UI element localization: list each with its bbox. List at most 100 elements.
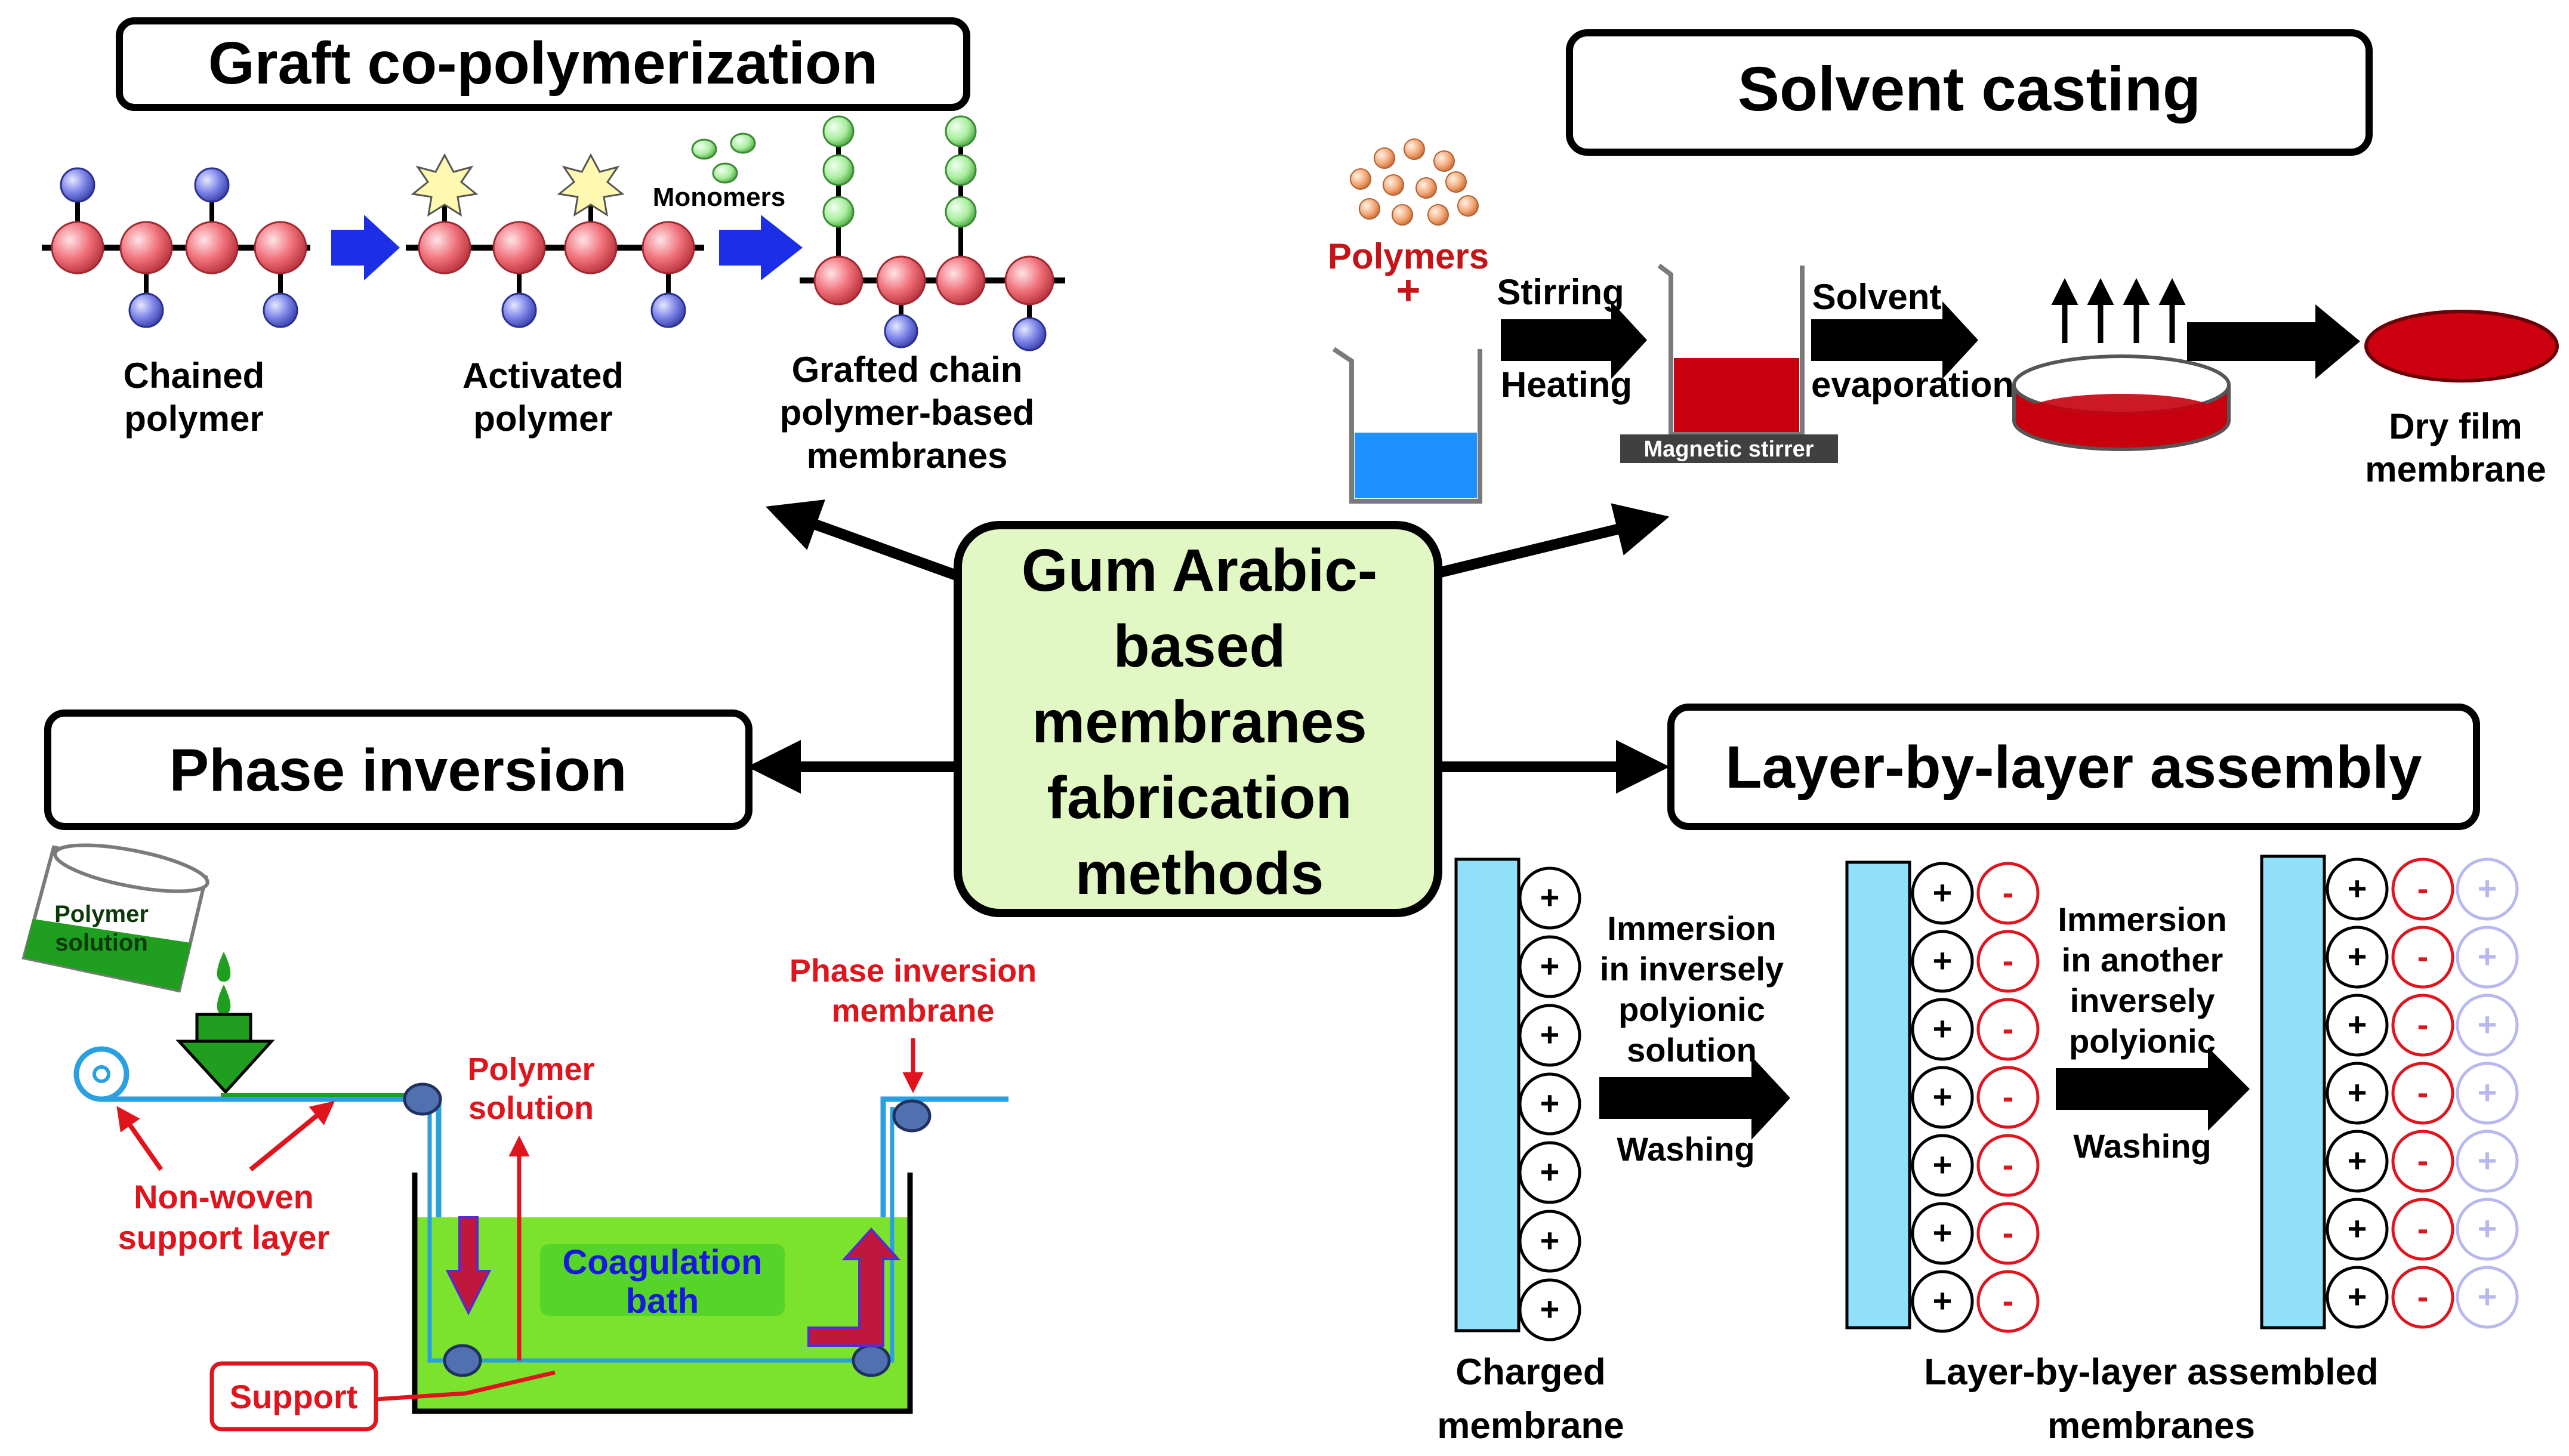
negative-charge-circle — [2391, 1266, 2454, 1329]
positive-charge-circle — [1518, 1141, 1581, 1204]
center-line-2: based — [1113, 613, 1285, 680]
activation-star-2 — [557, 153, 625, 217]
negative-charge-sign: - — [2003, 874, 2014, 911]
positive-charge-circle — [1911, 930, 1974, 993]
positive-charge-circle — [2326, 926, 2389, 989]
chained-polymer-chain — [42, 167, 310, 328]
negative-charge-sign: - — [2417, 1005, 2429, 1043]
positive-charge-sign: + — [2348, 869, 2367, 907]
magnetic-stirrer — [1620, 434, 1838, 463]
immersion2-line-3: inversely — [2070, 982, 2215, 1019]
beaker-label-1: Polymer — [54, 901, 149, 927]
negative-charge-sign: - — [2003, 1214, 2014, 1251]
positive-charge-sign: + — [1933, 1078, 1953, 1115]
immersion2-line-4: polyionic — [2069, 1022, 2216, 1060]
negative-charge-circle — [2391, 994, 2454, 1057]
positive-charge-circle — [1911, 1270, 1974, 1333]
arrow-to-graft — [766, 499, 960, 581]
positive-charge-circle — [1911, 998, 1974, 1061]
negative-charge-sign: - — [2003, 1010, 2014, 1047]
polymers-plus: + — [1396, 267, 1421, 313]
up-arrow — [807, 1227, 901, 1347]
outer-positive-charge-sign: + — [2478, 1278, 2497, 1315]
roller-2 — [443, 1344, 482, 1377]
roller-1 — [403, 1082, 442, 1116]
outer-positive-charge-sign: + — [2478, 1074, 2497, 1111]
graft-arrow-1 — [331, 215, 400, 280]
beaker-label-2: solution — [55, 930, 148, 956]
magnetic-stirrer-label: Magnetic stirrer — [1643, 437, 1814, 462]
positive-charge-circle — [1518, 1210, 1581, 1273]
positive-charge-circle — [1911, 1202, 1974, 1265]
center-line-1: Gum Arabic- — [1022, 537, 1377, 604]
nonwoven-label-2: support layer — [118, 1219, 330, 1256]
center-box: Gum Arabic- based membranes fabrication … — [954, 521, 1442, 917]
down-arrow — [445, 1216, 492, 1316]
pi-membrane-label-2: membrane — [831, 993, 994, 1029]
drop-1 — [217, 952, 231, 982]
negative-charge-circle — [1976, 1270, 2040, 1333]
outer-positive-charge-circle — [2456, 926, 2519, 989]
positive-charge-sign: + — [2348, 1005, 2367, 1043]
positive-charge-sign: + — [1933, 1282, 1953, 1319]
coag-label-1: Coagulation — [562, 1243, 762, 1282]
evaporation-up-arrows — [2051, 278, 2186, 343]
negative-charge-sign: - — [2417, 937, 2429, 975]
positive-charge-sign: + — [1933, 1214, 1953, 1251]
dry-arrow — [2187, 304, 2360, 379]
negative-charge-circle — [2391, 1130, 2454, 1193]
solvent-section: Solvent casting Polymers + Stirring Heat… — [1328, 29, 2559, 504]
immersion1-line-3: polyionic — [1618, 991, 1765, 1028]
activation-star-1 — [411, 153, 479, 217]
center-line-4: fabrication — [1047, 764, 1352, 831]
outer-positive-charge-circle — [2456, 1130, 2519, 1193]
casting-knife — [175, 1013, 275, 1094]
stirring-arrow — [1501, 301, 1647, 379]
membrane-trilayer — [2260, 855, 2326, 1329]
positive-charge-sign: + — [2348, 1210, 2367, 1247]
charged-membrane — [1454, 857, 1521, 1332]
charged-membrane-charges: +++++++ — [1518, 866, 1581, 1341]
outer-positive-charge-circle — [2456, 1062, 2519, 1125]
graft-section: Graft co-polymerization — [42, 17, 1065, 476]
negative-charge-sign: - — [2417, 1278, 2429, 1315]
support-label: Support — [230, 1378, 358, 1415]
solvent-beaker — [1332, 347, 1482, 504]
lbl-section: Layer-by-layer assembly + + + + + + + Immersio… — [1437, 704, 2519, 1446]
coagulation-bath: Coagulation bath — [412, 1173, 913, 1414]
phase-title: Phase inversion — [169, 737, 627, 804]
charged-label-1: Charged — [1455, 1352, 1605, 1393]
washing1-label: Washing — [1617, 1130, 1754, 1168]
positive-charge-sign: + — [1540, 947, 1560, 985]
chained-label-2: polymer — [124, 399, 263, 439]
stirring-label: Stirring — [1497, 272, 1624, 312]
positive-charge-circle — [2326, 1266, 2389, 1329]
grafted-label-3: membranes — [807, 436, 1008, 476]
coag-label-2: bath — [626, 1282, 699, 1321]
outer-positive-charge-sign: + — [2478, 1142, 2497, 1179]
polymers-label: Polymers — [1328, 236, 1489, 276]
trilayer-charges: +-++-++-++-++-++-++-+ — [2326, 857, 2519, 1329]
bilayer-charges: +-+-+-+-+-+-+- — [1911, 862, 2040, 1333]
positive-charge-sign: + — [1933, 874, 1953, 911]
monomers-label: Monomers — [653, 183, 785, 212]
lbl-title: Layer-by-layer assembly — [1725, 734, 2422, 801]
positive-charge-sign: + — [1540, 1221, 1560, 1259]
roller-3 — [852, 1344, 891, 1377]
positive-charge-circle — [1911, 1066, 1974, 1129]
petri-dish — [2012, 354, 2231, 451]
positive-charge-circle — [2326, 1130, 2389, 1193]
positive-charge-circle — [1911, 862, 1974, 925]
positive-charge-circle — [2326, 994, 2389, 1057]
negative-charge-circle — [1976, 1134, 2040, 1197]
dry-label-2: membrane — [2365, 449, 2546, 489]
stirred-beaker: Magnetic stirrer — [1620, 263, 1838, 463]
roller-4 — [892, 1099, 932, 1133]
positive-charge-sign: + — [2348, 1142, 2367, 1179]
outer-positive-charge-circle — [2456, 1266, 2519, 1329]
immersion2-line-1: Immersion — [2058, 900, 2226, 938]
positive-charge-sign: + — [1540, 1153, 1560, 1190]
polymer-solution-label-1: Polymer — [467, 1051, 594, 1087]
drop-2 — [217, 985, 231, 1014]
charged-label-2: membrane — [1437, 1405, 1624, 1446]
